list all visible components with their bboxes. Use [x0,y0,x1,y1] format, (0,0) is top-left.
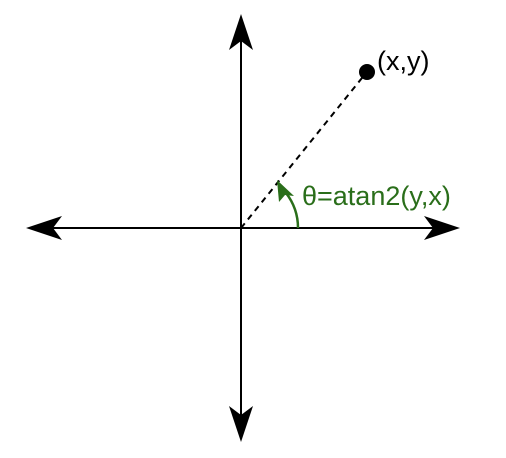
point-marker [359,64,375,80]
angle-arrowhead-icon [277,180,294,202]
angle-arc [284,192,300,229]
ray-to-point [240,72,367,229]
horizontal-axis [26,216,460,240]
angle-label: θ=atan2(y,x) [302,181,451,211]
left-arrowhead-icon [26,216,62,240]
up-arrowhead-icon [229,14,253,50]
down-arrowhead-icon [229,406,253,442]
point-label: (x,y) [377,46,429,76]
right-arrowhead-icon [424,216,460,240]
